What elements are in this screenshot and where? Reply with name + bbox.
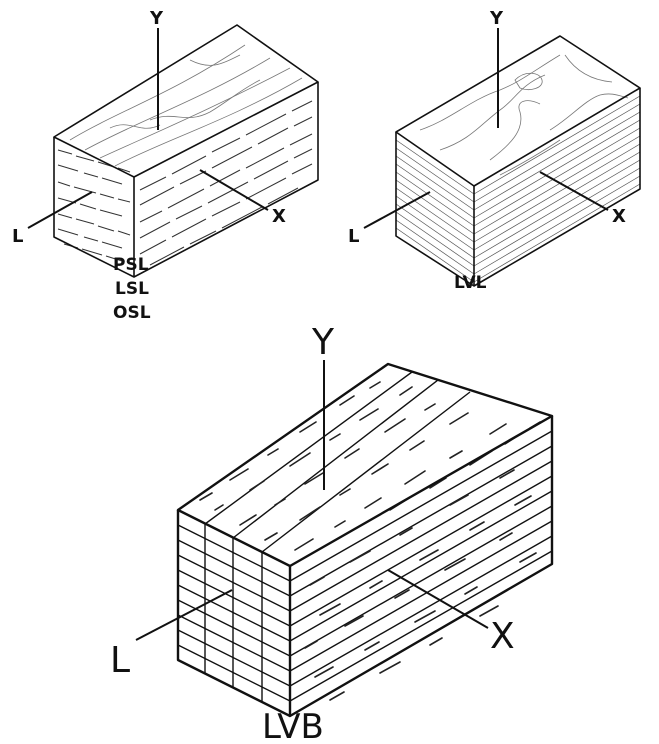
x-axis-label: X bbox=[490, 616, 515, 657]
side-face-laminations bbox=[289, 430, 553, 702]
block-end-face bbox=[396, 132, 474, 286]
top-face-texture bbox=[199, 381, 541, 551]
caption-lvb: LVB bbox=[262, 707, 324, 744]
x-axis-line bbox=[387, 569, 489, 629]
block-side-face bbox=[134, 82, 318, 277]
block-side-face bbox=[474, 88, 640, 286]
side-face-texture bbox=[304, 469, 537, 701]
x-axis-line bbox=[199, 169, 269, 211]
lvl-block: Y X L LVL bbox=[348, 8, 641, 293]
block-top-face bbox=[396, 36, 640, 186]
block-end-face bbox=[54, 137, 134, 277]
end-face-laminations bbox=[177, 524, 291, 702]
l-axis-label: L bbox=[348, 226, 359, 247]
top-face-grain bbox=[419, 54, 629, 176]
l-axis-label: L bbox=[110, 640, 130, 681]
x-axis-label: X bbox=[612, 206, 626, 227]
end-face-veneers bbox=[395, 139, 475, 283]
y-axis-label: Y bbox=[311, 322, 335, 363]
side-face-strands bbox=[139, 100, 313, 266]
l-axis-label: L bbox=[12, 226, 23, 247]
l-axis-line bbox=[135, 589, 233, 641]
top-face-boards bbox=[204, 371, 471, 553]
caption-psl: PSL bbox=[113, 255, 149, 275]
lvb-block: Y X L LVB bbox=[110, 322, 554, 744]
l-axis-line bbox=[27, 191, 93, 229]
y-axis-label: Y bbox=[149, 8, 164, 29]
l-axis-line bbox=[363, 191, 431, 229]
side-face-veneers bbox=[473, 95, 641, 283]
x-axis-line bbox=[539, 171, 609, 211]
y-axis-label: Y bbox=[489, 8, 504, 29]
psl-lsl-osl-block: Y X L PSL LSL OSL bbox=[12, 8, 319, 323]
caption-osl: OSL bbox=[113, 303, 151, 323]
top-face-grain bbox=[69, 44, 303, 167]
caption-lsl: LSL bbox=[115, 279, 149, 299]
block-top-face bbox=[54, 25, 318, 177]
caption-lvl: LVL bbox=[454, 273, 487, 293]
x-axis-label: X bbox=[272, 206, 286, 227]
block-top-face bbox=[178, 364, 552, 566]
